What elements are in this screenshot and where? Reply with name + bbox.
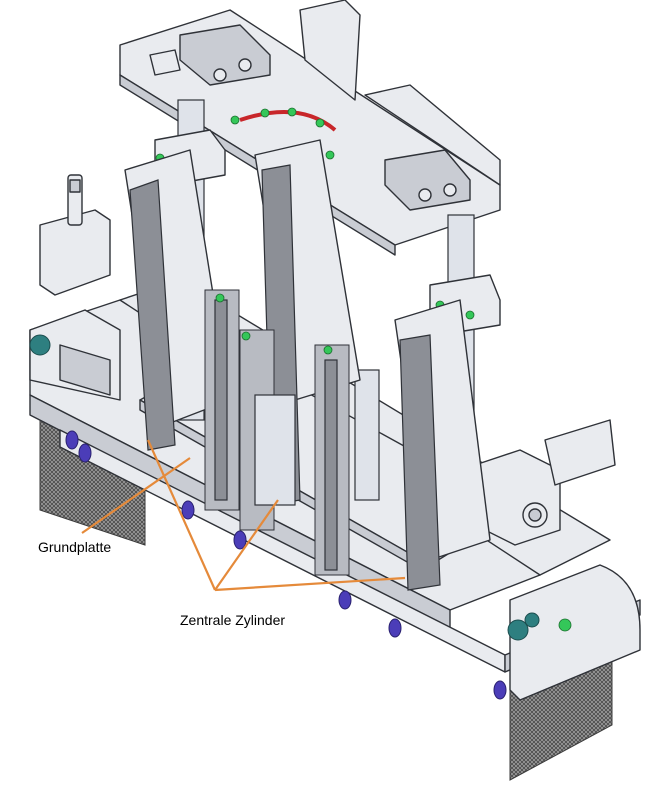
nozzles [65,430,507,700]
side-cylinder-right [474,419,616,546]
leader-grundplatte [81,457,191,534]
leader-lines [81,439,406,592]
frame-right [394,299,491,591]
valve-block-top-left [149,24,271,86]
callout-zentrale-zylinder: Zentrale Zylinder [180,612,285,628]
central-cylinder-3 [314,344,350,576]
callout-grundplatte: Grundplatte [38,539,111,555]
side-cylinder-left [39,174,111,296]
valve-block-top-right [384,149,471,211]
end-housing-left [29,309,121,401]
end-cover-right [509,564,641,701]
leader-zylinder-3 [214,576,406,592]
leader-zylinder-1 [146,439,217,591]
teal-fittings [29,334,540,641]
central-cylinder-1 [204,289,240,511]
leader-zylinder-2 [214,499,279,591]
